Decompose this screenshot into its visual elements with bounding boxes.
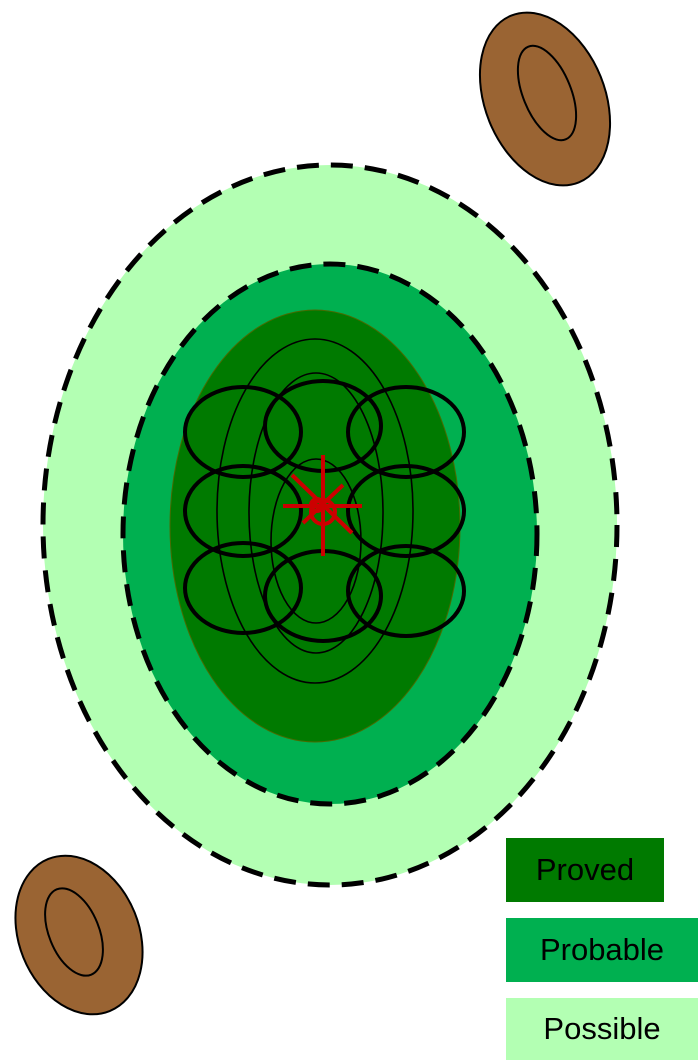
legend-possible-label: Possible (543, 1011, 660, 1047)
dry-hole-outer (0, 836, 165, 1033)
legend-probable: Probable (506, 918, 698, 982)
proved-zone (170, 310, 460, 742)
dry-hole-outer (456, 0, 635, 205)
legend-probable-label: Probable (540, 932, 664, 968)
legend-proved: Proved (506, 838, 664, 902)
dry-hole-icon-top (456, 0, 635, 205)
legend-possible: Possible (506, 998, 698, 1060)
legend-proved-label: Proved (536, 852, 634, 888)
dry-hole-icon-bottom (0, 836, 165, 1033)
